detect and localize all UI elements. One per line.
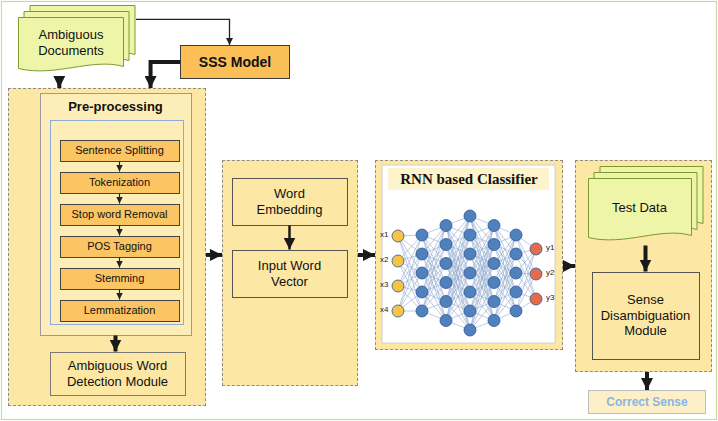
stage-panel: Word EmbeddingInput Word Vector [222,160,358,386]
panel-heading: RNN based Classifier [400,170,538,188]
io-label: y2 [546,269,554,277]
label-anchor: y2 [546,269,554,277]
node-label: Pre-processing [68,99,163,115]
flow-arrow [151,62,180,88]
module-box: Ambiguous Word Detection Module [50,352,186,396]
step-box: Stemming [60,268,180,290]
process-box: Input Word Vector [232,250,348,298]
node-label: Stemming [95,272,145,285]
flow-arrow [136,19,230,45]
network-links [398,216,536,330]
node-label: Lemmatization [84,304,156,317]
label-anchor: x1 [380,231,388,239]
node-label: Ambiguous Documents [21,27,121,58]
label-anchor: x3 [380,281,388,289]
node-label: Stop word Removal [72,208,168,221]
stage-panel: Test DataSense Disambiguation Module [575,160,712,372]
label-anchor: y1 [546,244,554,252]
step-box: POS Tagging [60,236,180,258]
network-neurons [392,210,542,336]
network-illustration [376,161,561,348]
flow-arrow [645,372,649,390]
flow-arrow [206,253,222,257]
node-label: Correct Sense [606,395,687,409]
heading-band [388,168,549,190]
process-box: Word Embedding [232,178,348,226]
node-label: SSS Model [199,54,271,71]
io-label: x4 [380,306,388,314]
image-box [382,165,555,343]
result-box: Correct Sense [588,390,706,414]
flow-arrow [358,253,375,257]
flow-arrow [57,77,61,88]
document-stack: Ambiguous Documents [18,5,136,77]
stage-panel: Pre-processingSentence SplittingTokeniza… [8,88,206,406]
node-label: Sentence Splitting [75,144,164,157]
step-box: Stop word Removal [60,204,180,226]
node-label: POS Tagging [87,240,152,253]
label-anchor: y3 [546,294,554,302]
document-sheet [588,178,691,239]
io-label: x1 [380,231,388,239]
step-box: Tokenization [60,172,180,194]
node-label: Tokenization [89,176,150,189]
node-label: Word Embedding [245,186,335,217]
io-label: x3 [380,281,388,289]
model-box: SSS Model [180,45,290,79]
step-box: Lemmatization [60,300,180,322]
io-label: y1 [546,244,554,252]
label-anchor: x4 [380,306,388,314]
io-label: x2 [380,256,388,264]
io-label: y3 [546,294,554,302]
module-box: Sense Disambiguation Module [592,272,700,360]
node-label: Input Word Vector [245,258,335,289]
node-label: Test Data [612,200,667,216]
node-label: Ambiguous Word Detection Module [56,358,180,389]
step-box: Sentence Splitting [60,140,180,162]
classifier-panel: RNN based Classifier x1 x2 x3 x4 y1 y2 y3 [375,160,563,350]
node-label: Sense Disambiguation Module [597,292,695,339]
document-stack: Test Data [588,166,704,246]
flow-arrow [563,264,575,268]
group-box: Pre-processingSentence SplittingTokeniza… [40,93,192,336]
document-sheet [19,18,124,71]
label-anchor: x2 [380,256,388,264]
